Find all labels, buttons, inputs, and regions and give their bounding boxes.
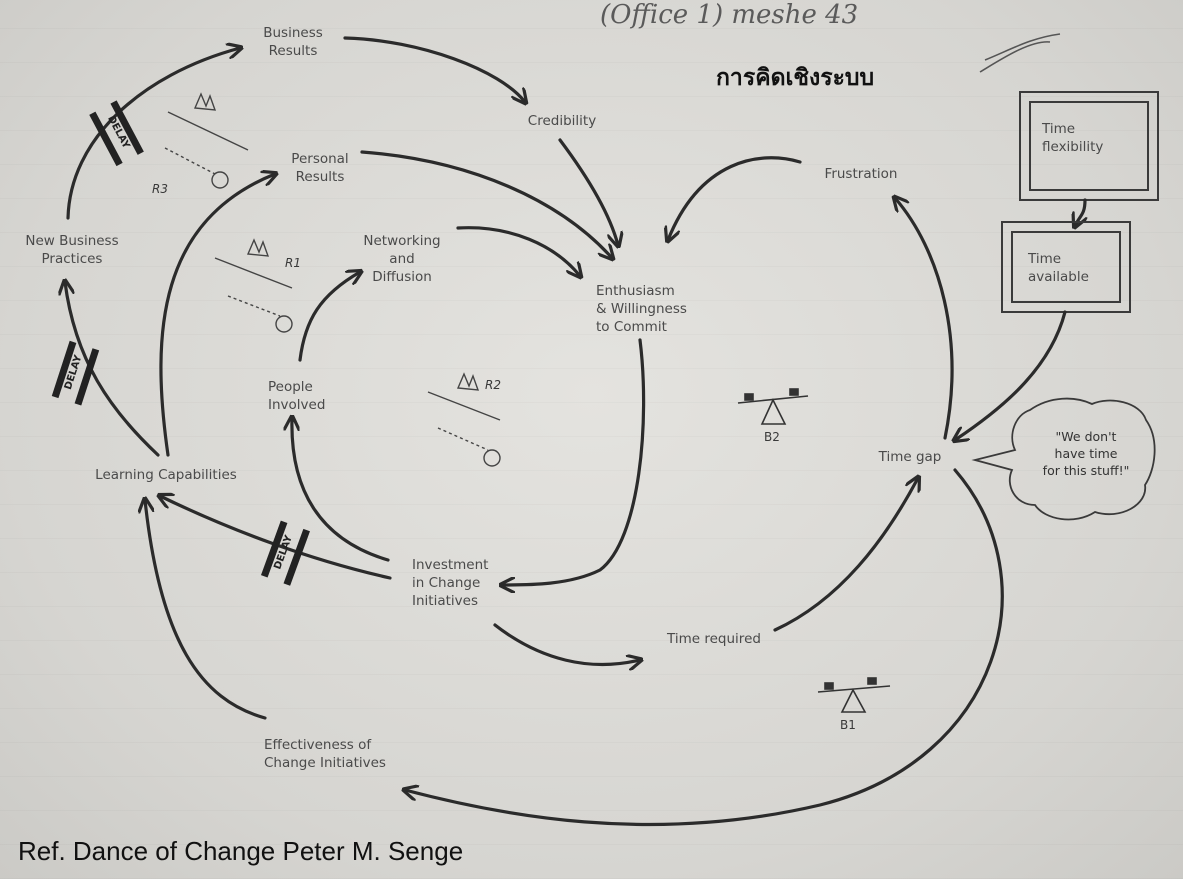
arrow-business-to-credibility — [343, 36, 525, 102]
balance-glyph-b1 — [817, 677, 891, 713]
arrow-credibility-to-enthusiasm — [558, 138, 618, 245]
node-time-required: Time required — [667, 631, 761, 647]
node-personal-results: Personal Results — [291, 151, 349, 185]
loop-label-r2: R2 — [485, 378, 501, 392]
speech-cloud — [971, 397, 1156, 521]
time-flexibility-box-inner — [1029, 101, 1149, 191]
loop-label-b1: B1 — [840, 718, 856, 732]
speech-cloud-text: "We don't have time for this stuff!" — [1042, 429, 1130, 478]
balance-glyph-b2 — [737, 388, 809, 425]
arrow-timerequired-to-timegap — [773, 478, 918, 632]
loop-glyph-r3 — [164, 92, 249, 189]
loop-label-r1: R1 — [285, 256, 301, 270]
arrow-enthusiasm-to-investment — [502, 338, 646, 585]
arrow-available-to-timegap — [955, 310, 1067, 440]
node-business-results: Business Results — [263, 25, 323, 59]
loop-label-r3: R3 — [152, 182, 168, 196]
arrow-timegap-to-effectiveness — [405, 468, 1004, 827]
loop-label-b2: B2 — [764, 430, 780, 444]
node-credibility: Credibility — [527, 113, 597, 129]
node-people-involved: People Involved — [268, 379, 326, 413]
arrow-timegap-to-frustration — [895, 198, 954, 440]
arrow-frustration-to-enthusiasm — [668, 156, 802, 240]
handwriting-scribble — [979, 33, 1061, 73]
time-available-box-inner — [1011, 231, 1121, 303]
page-title: การคิดเชิงระบบ — [716, 65, 875, 91]
node-learning-capabilities: Learning Capabilities — [95, 467, 237, 483]
time-flexibility-box-outer — [1019, 91, 1159, 201]
reference-caption: Ref. Dance of Change Peter M. Senge — [18, 836, 464, 866]
arrow-effectiveness-to-learning — [145, 500, 267, 720]
node-new-business-practices: New Business Practices — [25, 233, 119, 267]
node-time-flexibility: Time flexibility — [1042, 121, 1104, 155]
node-networking-diffusion: Networking and Diffusion — [363, 233, 441, 285]
node-time-gap: Time gap — [878, 449, 942, 465]
arrow-learning-to-newpractices — [65, 282, 160, 457]
node-enthusiasm: Enthusiasm & Willingness to Commit — [596, 283, 687, 335]
arrow-people-to-networking — [298, 272, 360, 362]
node-investment: Investment in Change Initiatives — [412, 557, 489, 609]
node-time-available: Time available — [1028, 251, 1089, 285]
loop-glyph-r1 — [214, 238, 293, 333]
arrow-networking-to-enthusiasm — [456, 226, 580, 276]
loop-glyph-r2 — [427, 372, 501, 467]
arrow-investment-to-timerequired — [493, 623, 640, 665]
arrow-flexibility-to-available — [1075, 198, 1085, 226]
arrow-investment-to-people — [292, 418, 390, 562]
arrow-personal-to-enthusiasm — [360, 150, 612, 258]
arrow-investment-to-learning — [160, 496, 392, 580]
node-effectiveness: Effectiveness of Change Initiatives — [264, 737, 386, 771]
handwritten-note: (Office 1) meshe 43 — [600, 0, 859, 30]
arrow-learning-to-personal — [159, 174, 275, 457]
node-frustration: Frustration — [824, 166, 898, 182]
